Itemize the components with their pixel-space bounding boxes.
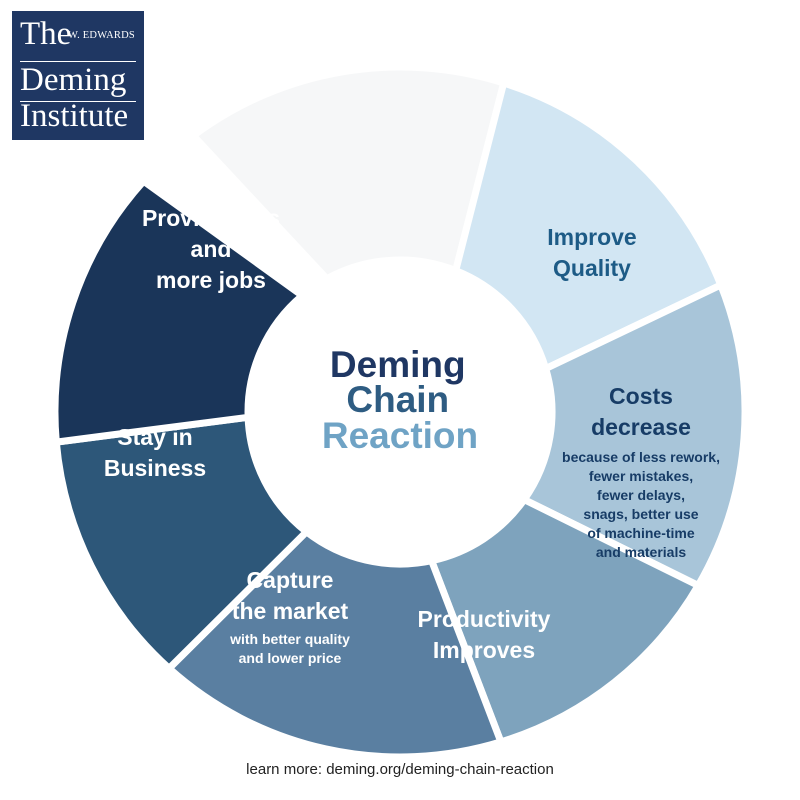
wheel-segments [51, 63, 749, 761]
segment-title-line: Costs [609, 383, 673, 409]
segment-label-capture-the-market: Capture the market with better quality and … [229, 567, 350, 666]
logo-institute: Institute [20, 98, 129, 134]
logo-rule [20, 101, 136, 102]
center-title-line-2: Chain [346, 379, 449, 420]
segment-detail-line: fewer delays, [597, 487, 685, 503]
center-title-line-1: Deming [330, 344, 466, 385]
segment-stay-in-business [52, 413, 310, 672]
segment-title-line: and [191, 236, 232, 262]
segment-detail-line: fewer mistakes, [589, 468, 693, 484]
segment-title-line: the market [232, 598, 349, 624]
segment-label-costs-decrease: Costs decrease because of less rework, fewe… [562, 383, 720, 560]
segment-title-line: Stay in [117, 424, 192, 450]
segment-label-stay-in-business: Stay in Business [104, 424, 206, 481]
segment-title-line: Quality [553, 255, 631, 281]
segment-title-line: Productivity [418, 606, 551, 632]
learn-more-footer: learn more: deming.org/deming-chain-reac… [246, 761, 554, 778]
segment-improve-quality [452, 79, 725, 373]
segment-label-provide-jobs: Provide jobs and more jobs [142, 205, 280, 293]
center-hub [264, 276, 536, 548]
segment-detail-line: of machine-time [587, 525, 695, 541]
segment-detail-line: and materials [596, 544, 686, 560]
segment-detail-line: because of less rework, [562, 449, 720, 465]
logo-rule [20, 61, 136, 62]
deming-institute-logo: The W. EDWARDS Deming Institute [12, 11, 144, 140]
segment-costs-decrease [520, 281, 749, 589]
segment-top-blank [189, 63, 508, 283]
logo-the: The [20, 16, 72, 52]
segment-title-line: Business [104, 455, 206, 481]
logo-w-edwards: W. EDWARDS [68, 30, 135, 41]
segment-productivity-improves [428, 496, 702, 746]
center-title: Deming Chain Reaction [322, 344, 478, 456]
segment-detail-line: with better quality [229, 631, 350, 647]
segment-title-line: decrease [591, 414, 691, 440]
segment-provide-jobs [51, 177, 306, 446]
segment-detail-line: and lower price [239, 650, 342, 666]
segment-title-line: Improve [547, 224, 636, 250]
segment-title-line: Provide jobs [142, 205, 280, 231]
logo-deming: Deming [20, 62, 127, 98]
segment-title-line: Capture [247, 567, 334, 593]
segment-detail-line: snags, better use [583, 506, 698, 522]
segment-title-line: more jobs [156, 267, 266, 293]
center-title-line-3: Reaction [322, 415, 478, 456]
segment-title-line: Improves [433, 637, 535, 663]
